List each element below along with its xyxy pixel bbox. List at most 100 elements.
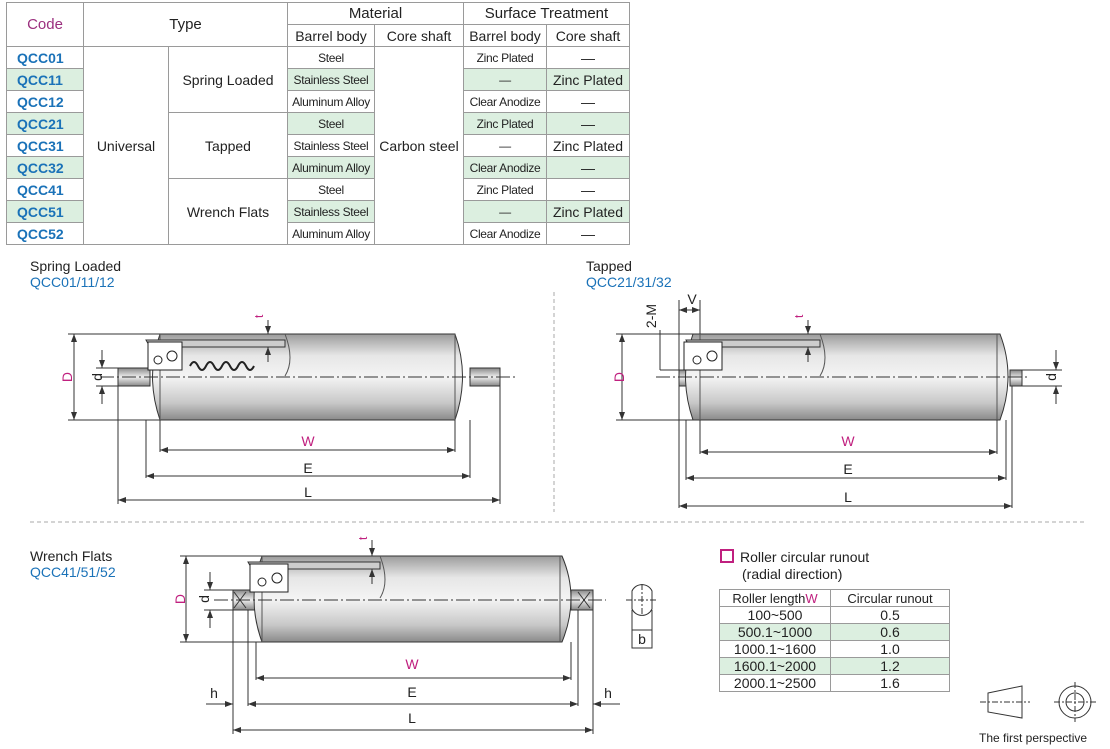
barrel-treatment-cell: Zinc Plated	[463, 112, 547, 135]
code-cell: QCC41	[6, 178, 84, 201]
wrench-dim-L: L	[408, 710, 416, 726]
perspective-caption: The first perspective	[979, 731, 1088, 745]
wrench-dim-E: E	[407, 684, 416, 700]
first-angle-projection-icon	[980, 682, 1096, 722]
wrench-dim-d: d	[196, 595, 212, 603]
table-row: QCC21 Tapped Steel Zinc Plated —	[6, 112, 630, 179]
barrel-material-cell: Steel	[287, 112, 375, 135]
tapped-view-codes: QCC21/31/32	[586, 274, 672, 290]
tapped-dim-E: E	[843, 461, 852, 477]
tapped-dim-D: D	[611, 372, 627, 382]
wrench-view-title: Wrench Flats	[30, 548, 113, 564]
tapped-dim-M: 2-M	[643, 304, 659, 328]
wrench-dim-h-right: h	[604, 685, 612, 701]
code-cell: QCC32	[6, 156, 84, 179]
shaft-treatment-cell: —	[546, 112, 630, 135]
code-cell: QCC51	[6, 200, 84, 223]
bullet-icon	[720, 549, 734, 563]
barrel-material-cell: Stainless Steel	[287, 134, 375, 157]
runout-title: Roller circular runout (radial direction…	[720, 549, 869, 583]
code-cell: QCC21	[6, 112, 84, 135]
shaft-treatment-cell: —	[546, 178, 630, 201]
shaft-material-cell: Carbon steel	[374, 46, 464, 245]
right-shaft	[570, 589, 594, 611]
spring-dim-E: E	[303, 460, 312, 476]
type-cell: Spring Loaded	[168, 46, 288, 113]
spring-dim-L: L	[304, 484, 312, 500]
barrel-treatment-cell: —	[463, 68, 547, 91]
barrel-body	[685, 333, 1009, 421]
code-cell: QCC52	[6, 222, 84, 245]
table-row: QCC51 Stainless Steel — Zinc Plated	[6, 200, 630, 223]
runout-header-length: Roller lengthW	[719, 589, 831, 607]
header-surface-shaft: Core shaft	[546, 24, 630, 47]
bearing-housing	[249, 563, 289, 593]
barrel-treatment-cell: Zinc Plated	[463, 46, 547, 69]
barrel-treatment-cell: Zinc Plated	[463, 178, 547, 201]
barrel-material-cell: Stainless Steel	[287, 68, 375, 91]
table-row: QCC11 Stainless Steel — Zinc Plated	[6, 68, 630, 91]
shaft-treatment-cell: Zinc Plated	[546, 200, 630, 223]
type-cell: Tapped	[168, 112, 288, 179]
tapped-dim-t: t	[792, 314, 806, 318]
table-row: QCC01 Universal Spring Loaded Steel Carb…	[6, 46, 630, 245]
barrel-material-cell: Aluminum Alloy	[287, 222, 375, 245]
right-shaft-end	[1009, 369, 1023, 387]
flats-end-view	[631, 584, 653, 616]
runout-title-line2: (radial direction)	[742, 566, 843, 582]
table-row: QCC32 Aluminum Alloy Clear Anodize —	[6, 156, 630, 179]
universal-cell: Universal	[83, 46, 169, 245]
barrel-treatment-cell: Clear Anodize	[463, 156, 547, 179]
header-surface-barrel: Barrel body	[463, 24, 547, 47]
tapped-dim-V: V	[687, 291, 697, 307]
runout-header-value: Circular runout	[830, 589, 950, 607]
shaft-treatment-cell: Zinc Plated	[546, 68, 630, 91]
wrench-dim-D: D	[172, 594, 188, 604]
wrench-dimensions	[180, 540, 653, 734]
left-shaft	[117, 367, 151, 387]
code-cell: QCC12	[6, 90, 84, 113]
code-cell: QCC11	[6, 68, 84, 91]
shaft-treatment-cell: —	[546, 156, 630, 179]
tapped-view-label: Tapped QCC21/31/32	[586, 258, 672, 290]
bearing-housing	[683, 341, 723, 371]
header-material: Material	[287, 2, 464, 25]
cut-section	[145, 339, 286, 348]
table-row: QCC52 Aluminum Alloy Clear Anodize —	[6, 222, 630, 245]
barrel-treatment-cell: Clear Anodize	[463, 90, 547, 113]
tapped-dim-d: d	[1043, 373, 1059, 381]
table-row: QCC41 Wrench Flats Steel Zinc Plated —	[6, 178, 630, 245]
spring-coil	[189, 361, 255, 371]
type-cell: Wrench Flats	[168, 178, 288, 245]
barrel-material-cell: Aluminum Alloy	[287, 90, 375, 113]
header-material-barrel: Barrel body	[287, 24, 375, 47]
barrel-body	[152, 333, 463, 421]
spring-view-title: Spring Loaded	[30, 258, 122, 274]
tapped-dim-L: L	[844, 489, 852, 505]
right-shaft	[469, 367, 501, 387]
barrel-material-cell: Stainless Steel	[287, 200, 375, 223]
barrel-treatment-cell: —	[463, 134, 547, 157]
shaft-treatment-cell: —	[546, 90, 630, 113]
tapped-view-title: Tapped	[586, 258, 632, 274]
wrench-roller-drawing	[214, 555, 658, 643]
left-shaft	[232, 589, 258, 611]
bearing-housing	[147, 341, 183, 371]
wrench-view-codes: QCC41/51/52	[30, 564, 116, 580]
barrel-treatment-cell: —	[463, 200, 547, 223]
shaft-treatment-cell: —	[546, 222, 630, 245]
barrel-material-cell: Aluminum Alloy	[287, 156, 375, 179]
barrel-material-cell: Steel	[287, 46, 375, 69]
tapped-dimensions	[616, 300, 1062, 509]
spring-dim-t: t	[252, 314, 266, 318]
header-code: Code	[6, 2, 84, 47]
header-surface: Surface Treatment	[463, 2, 630, 25]
spring-dimensions	[68, 320, 501, 504]
table-row: QCC12 Aluminum Alloy Clear Anodize —	[6, 90, 630, 113]
shaft-treatment-cell: Zinc Plated	[546, 134, 630, 157]
spring-view-label: Spring Loaded QCC01/11/12	[30, 258, 121, 290]
